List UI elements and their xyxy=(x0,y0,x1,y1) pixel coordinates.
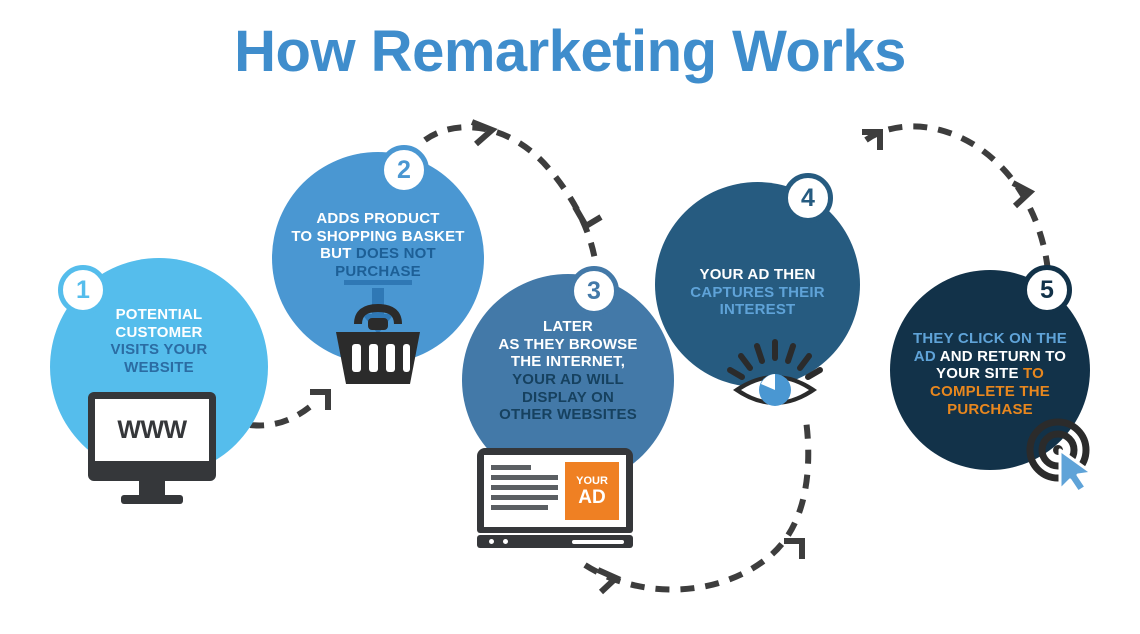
your-ad-line-2: AD xyxy=(578,486,606,508)
step-2-line-3-a: BUT xyxy=(320,245,356,263)
step-badge-2-number: 2 xyxy=(397,155,411,184)
laptop-text-lines xyxy=(491,462,558,520)
step-3-line-4: YOUR AD WILL xyxy=(512,371,624,389)
step-4-line-1: YOUR AD THEN xyxy=(699,266,816,283)
step-badge-4[interactable]: 4 xyxy=(783,173,833,223)
step-2-line-1: ADDS PRODUCT xyxy=(316,210,440,227)
monitor-neck xyxy=(139,481,165,495)
laptop-screen: YOUR AD xyxy=(484,455,626,527)
arrow-step4-to-step5 xyxy=(864,123,1051,273)
arrowhead-2a xyxy=(470,119,498,147)
step-2-line-3-b: DOES NOT xyxy=(355,245,436,263)
arrowhead-4b xyxy=(1011,180,1036,209)
step-4-line-3: INTEREST xyxy=(719,301,796,319)
step-3-line-1: LATER xyxy=(543,318,593,335)
step-5-line-5: PURCHASE xyxy=(947,400,1033,418)
step-badge-3-number: 3 xyxy=(587,276,601,305)
page-title: How Remarketing Works xyxy=(234,19,906,84)
arrowhead-4a xyxy=(862,129,883,150)
monitor-frame: WWW xyxy=(88,392,216,481)
step-4-line-2: CAPTURES THEIR xyxy=(690,283,825,301)
step-2-text-block: ADDS PRODUCT TO SHOPPING BASKET BUT DOES… xyxy=(272,210,484,281)
step-3-line-3: THE INTERNET, xyxy=(510,353,626,371)
monitor-foot xyxy=(121,495,183,504)
step-5-line-3-b: TO xyxy=(1023,365,1044,383)
laptop-ad-icon: YOUR AD xyxy=(477,448,633,548)
step-2-line-4: PURCHASE xyxy=(335,263,421,281)
arrowhead-3a xyxy=(784,538,805,559)
step-5-line-2-b: AND RETURN TO xyxy=(939,347,1067,365)
step-badge-4-number: 4 xyxy=(801,183,815,212)
step-5-line-4: COMPLETE THE xyxy=(930,383,1050,401)
step-5-line-1: THEY CLICK ON THE xyxy=(913,330,1067,347)
step-5-line-2-a: AD xyxy=(913,347,940,365)
step-5-text-block: THEY CLICK ON THE AD AND RETURN TO YOUR … xyxy=(890,330,1090,418)
step-3-line-5: DISPLAY ON xyxy=(521,388,615,406)
step-1-line-1: POTENTIAL xyxy=(115,306,203,323)
step-badge-3[interactable]: 3 xyxy=(569,266,619,316)
step-1-line-2: CUSTOMER xyxy=(115,323,203,341)
step-badge-5[interactable]: 5 xyxy=(1022,265,1072,315)
monitor-www-icon: WWW xyxy=(88,392,216,504)
step-badge-5-number: 5 xyxy=(1040,275,1054,304)
arrowhead-1 xyxy=(310,389,331,410)
step-5-line-2: AD AND RETURN TO xyxy=(890,348,1090,366)
target-cursor-icon xyxy=(1026,418,1094,494)
your-ad-banner: YOUR AD xyxy=(565,462,619,520)
step-3-line-2: AS THEY BROWSE xyxy=(498,335,638,353)
step-2-line-2: TO SHOPPING BASKET xyxy=(291,227,465,245)
your-ad-line-1: YOUR xyxy=(576,474,608,487)
laptop-base xyxy=(477,535,633,548)
shopping-basket-icon xyxy=(336,280,420,384)
step-badge-1-number: 1 xyxy=(76,275,90,304)
step-4-text-block: YOUR AD THEN CAPTURES THEIR INTEREST xyxy=(655,266,860,319)
step-1-line-4: WEBSITE xyxy=(124,359,194,377)
step-1-line-3: VISITS YOUR xyxy=(110,341,208,359)
step-5-line-3-a: YOUR SITE xyxy=(936,365,1024,383)
laptop-lid: YOUR AD xyxy=(477,448,633,533)
step-badge-2[interactable]: 2 xyxy=(379,145,429,195)
step-2-line-3: BUT DOES NOT xyxy=(272,245,484,263)
step-badge-1[interactable]: 1 xyxy=(58,265,108,315)
step-5-line-3: YOUR SITE TO xyxy=(890,365,1090,383)
monitor-screen-label: WWW xyxy=(95,399,209,461)
step-3-text-block: LATER AS THEY BROWSE THE INTERNET, YOUR … xyxy=(462,318,674,424)
arrowhead-2b xyxy=(572,205,603,231)
step-1-text-block: POTENTIAL CUSTOMER VISITS YOUR WEBSITE xyxy=(50,306,268,377)
eye-icon xyxy=(727,339,823,406)
step-3-line-6: OTHER WEBSITES xyxy=(499,406,637,424)
arrowhead-3b xyxy=(596,567,622,595)
